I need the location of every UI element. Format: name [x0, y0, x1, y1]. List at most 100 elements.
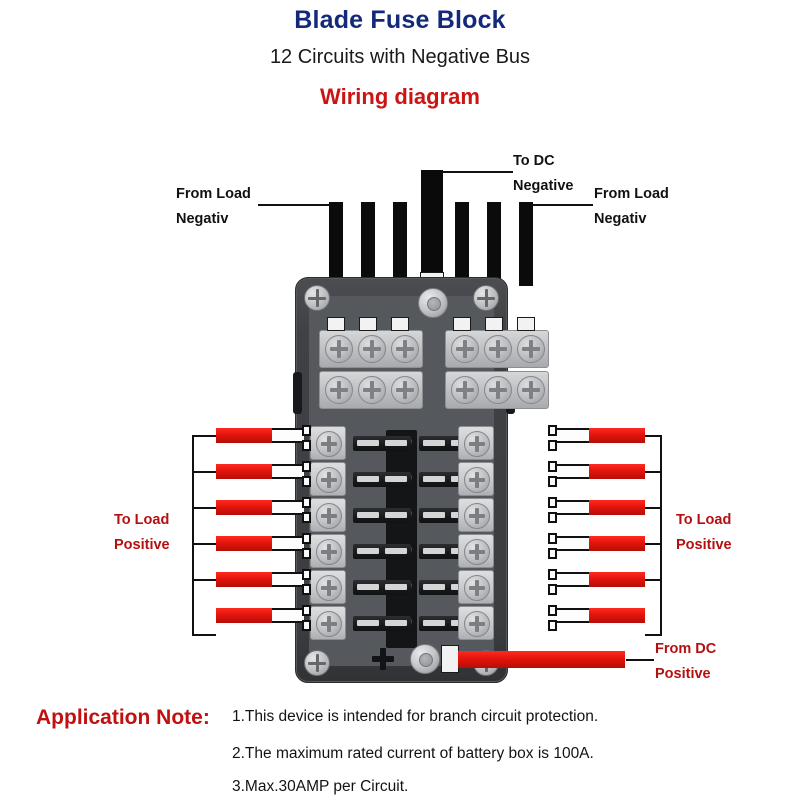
right-load-wire-lug — [548, 584, 557, 595]
dc-positive-input-wire — [458, 651, 625, 668]
terminal-screw[interactable] — [464, 611, 490, 637]
right-load-wire-red — [589, 608, 645, 623]
right-load-wire-sleeve — [557, 464, 589, 479]
left-wire-lead — [192, 507, 216, 509]
fuse-terminal-left[interactable] — [310, 498, 346, 532]
right-load-wire-lug — [548, 533, 557, 544]
right-load-wire-lug — [548, 497, 557, 508]
label-left-load-line1: To Load — [114, 512, 170, 528]
positive-input-lug — [441, 645, 459, 673]
positive-input-stud[interactable] — [410, 644, 440, 674]
mounting-screw-bottom-left — [304, 650, 330, 676]
busbar-screw[interactable] — [358, 335, 386, 363]
fuse-terminal-left[interactable] — [310, 606, 346, 640]
fuse-terminal-left[interactable] — [310, 426, 346, 460]
busbar-screw[interactable] — [451, 335, 479, 363]
right-wire-lead — [645, 507, 662, 509]
blade-fuse-left[interactable] — [353, 544, 411, 559]
label-right-load-line1: To Load — [676, 512, 732, 528]
left-load-wire-lug — [302, 440, 311, 451]
busbar-screw[interactable] — [391, 376, 419, 404]
blade-fuse-left[interactable] — [353, 616, 411, 631]
fuse-contact-strip — [423, 620, 445, 626]
fuse-contact-strip — [357, 620, 379, 626]
terminal-screw[interactable] — [464, 575, 490, 601]
busbar-screw[interactable] — [451, 376, 479, 404]
left-load-wire-red — [216, 500, 272, 515]
right-load-wire-lug — [548, 440, 557, 451]
terminal-screw[interactable] — [316, 611, 342, 637]
fuse-terminal-right[interactable] — [458, 498, 494, 532]
right-wire-lead — [645, 634, 662, 636]
label-top-right: From Load Negativ — [594, 182, 669, 232]
terminal-screw[interactable] — [464, 431, 490, 457]
application-note-item-2: 2.The maximum rated current of battery b… — [232, 745, 594, 762]
negative-wire-left-3 — [393, 202, 407, 286]
terminal-screw[interactable] — [316, 539, 342, 565]
mounting-screw-top-right — [473, 285, 499, 311]
right-load-wire-lug — [548, 461, 557, 472]
fuse-terminal-left[interactable] — [310, 534, 346, 568]
left-load-wire-sleeve — [272, 464, 304, 479]
terminal-screw[interactable] — [464, 539, 490, 565]
fuse-terminal-right[interactable] — [458, 426, 494, 460]
label-left-load: To Load Positive — [114, 508, 170, 558]
application-note-item-1: 1.This device is intended for branch cir… — [232, 708, 599, 725]
negative-busbar-top-left — [319, 330, 423, 368]
negative-wire-right-2 — [487, 202, 501, 286]
leader-bottom-right — [626, 659, 654, 661]
busbar-screw[interactable] — [484, 335, 512, 363]
blade-fuse-left[interactable] — [353, 508, 411, 523]
left-load-wire-sleeve — [272, 536, 304, 551]
right-load-wire-red — [589, 536, 645, 551]
fuse-terminal-left[interactable] — [310, 570, 346, 604]
terminal-screw[interactable] — [316, 431, 342, 457]
negative-wire-ferrule — [453, 317, 471, 331]
busbar-screw[interactable] — [358, 376, 386, 404]
fuse-terminal-right[interactable] — [458, 606, 494, 640]
terminal-screw[interactable] — [316, 575, 342, 601]
negative-bus-stud[interactable] — [418, 288, 448, 318]
busbar-screw[interactable] — [517, 335, 545, 363]
fuse-contact-strip — [385, 548, 407, 554]
busbar-screw[interactable] — [325, 335, 353, 363]
busbar-screw[interactable] — [484, 376, 512, 404]
right-load-wire-sleeve — [557, 608, 589, 623]
fuse-contact-strip — [385, 440, 407, 446]
terminal-screw[interactable] — [464, 467, 490, 493]
page-title: Blade Fuse Block — [294, 6, 506, 34]
negative-wire-right-3 — [519, 202, 533, 286]
fuse-contact-strip — [357, 512, 379, 518]
label-top-left-line2: Negativ — [176, 211, 229, 227]
fuse-contact-strip — [423, 476, 445, 482]
fuse-contact-strip — [385, 476, 407, 482]
terminal-screw[interactable] — [464, 503, 490, 529]
busbar-screw[interactable] — [325, 376, 353, 404]
blade-fuse-left[interactable] — [353, 472, 411, 487]
terminal-screw[interactable] — [316, 467, 342, 493]
terminal-screw[interactable] — [316, 503, 342, 529]
busbar-screw[interactable] — [517, 376, 545, 404]
fuse-terminal-right[interactable] — [458, 534, 494, 568]
label-right-load: To Load Positive — [676, 508, 732, 558]
fuse-contact-strip — [423, 440, 445, 446]
fuse-terminal-right[interactable] — [458, 462, 494, 496]
label-right-load-line2: Positive — [676, 537, 732, 553]
label-bottom-right: From DC Positive — [655, 637, 716, 687]
left-wire-lead — [192, 579, 216, 581]
application-note-heading: Application Note: — [36, 706, 210, 729]
busbar-screw[interactable] — [391, 335, 419, 363]
fuse-terminal-right[interactable] — [458, 570, 494, 604]
blade-fuse-left[interactable] — [353, 436, 411, 451]
diagram-label: Wiring diagram — [320, 84, 480, 109]
blade-fuse-left[interactable] — [353, 580, 411, 595]
left-wire-lead — [192, 471, 216, 473]
left-load-wire-sleeve — [272, 428, 304, 443]
left-load-wire-sleeve — [272, 572, 304, 587]
negative-wire-left-2 — [361, 202, 375, 286]
fuse-terminal-left[interactable] — [310, 462, 346, 496]
right-wire-lead — [645, 471, 662, 473]
negative-wire-left-1 — [329, 202, 343, 286]
left-load-wire-lug — [302, 605, 311, 616]
